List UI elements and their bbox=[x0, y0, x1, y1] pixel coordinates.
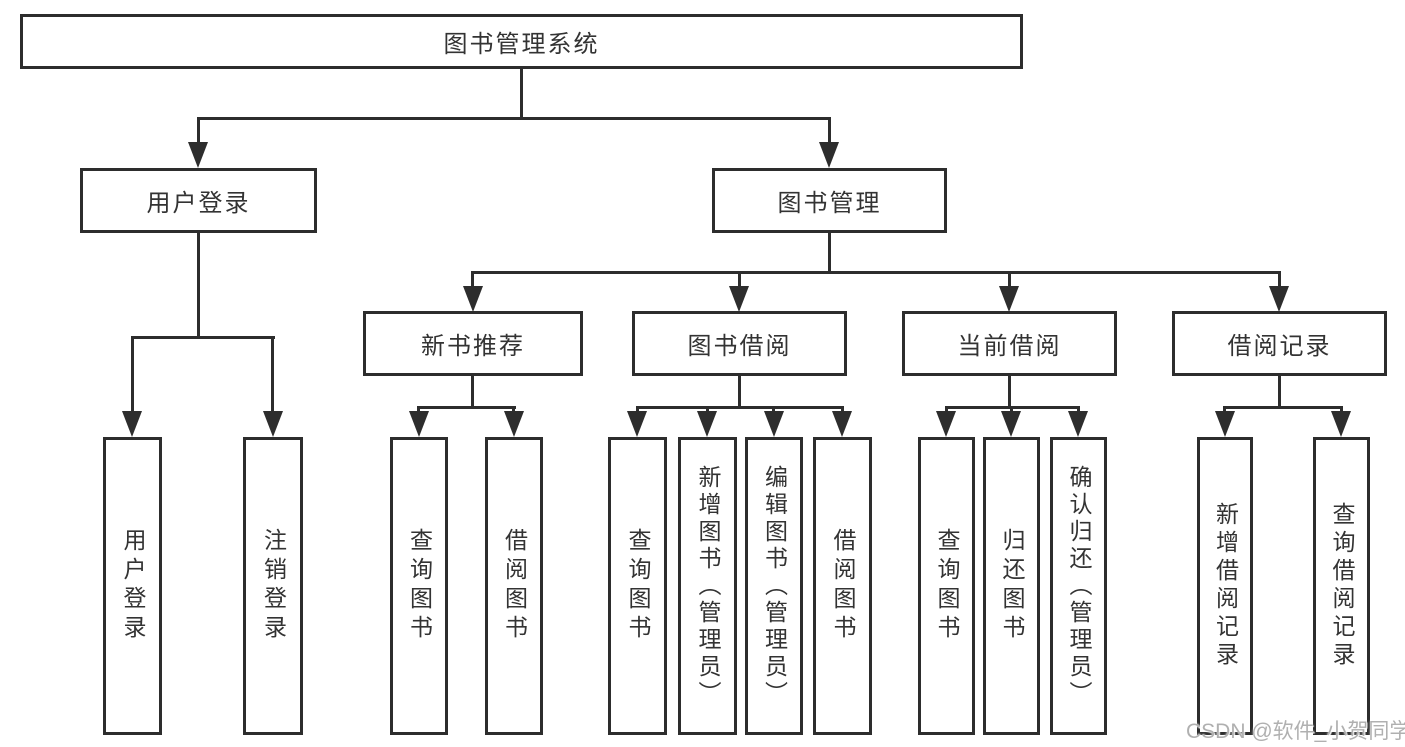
root-node-label: 图书管理系统 bbox=[443, 31, 600, 58]
connector-borrow-stub bbox=[738, 376, 741, 409]
leaf-add-borrow-record: 新增借阅记录 bbox=[1197, 437, 1253, 735]
connector-records-branch bbox=[1223, 406, 1343, 409]
arrow-down-icon bbox=[697, 411, 717, 437]
node-book-borrow-label: 图书借阅 bbox=[687, 333, 792, 360]
arrow-down-icon bbox=[188, 142, 208, 168]
arrow-down-icon bbox=[409, 411, 429, 437]
leaf-user-login: 用户登录 bbox=[103, 437, 162, 735]
connector-drop bbox=[738, 271, 741, 289]
leaf-logout-label: 注销登录 bbox=[260, 528, 287, 644]
leaf-query-books-borrow: 查询图书 bbox=[608, 437, 667, 735]
arrow-down-icon bbox=[819, 142, 839, 168]
node-borrow-records: 借阅记录 bbox=[1172, 311, 1387, 376]
leaf-add-book-admin: 新增图书（管理员） bbox=[678, 437, 737, 735]
arrow-down-icon bbox=[504, 411, 524, 437]
node-new-book-recommend-label: 新书推荐 bbox=[421, 333, 525, 360]
arrow-down-icon bbox=[1269, 286, 1289, 312]
leaf-query-books-borrow-label: 查询图书 bbox=[625, 528, 651, 644]
leaf-add-book-admin-label: 新增图书（管理员） bbox=[695, 464, 721, 708]
leaf-borrow-books-recommend-label: 借阅图书 bbox=[501, 528, 528, 644]
arrow-down-icon bbox=[463, 286, 483, 312]
connector-current-stub bbox=[1008, 376, 1011, 409]
leaf-return-book: 归还图书 bbox=[983, 437, 1040, 735]
leaf-borrow-books: 借阅图书 bbox=[813, 437, 872, 735]
connector-level2-branch bbox=[197, 117, 831, 120]
leaf-query-books-recommend-label: 查询图书 bbox=[406, 528, 433, 644]
connector-login-branch bbox=[131, 336, 275, 339]
arrow-down-icon bbox=[1001, 411, 1021, 437]
arrow-down-icon bbox=[832, 411, 852, 437]
arrow-down-icon bbox=[263, 411, 283, 437]
connector-rec-stub bbox=[471, 376, 474, 409]
connector-drop bbox=[828, 117, 831, 145]
connector-drop bbox=[271, 336, 274, 414]
leaf-query-books-current-label: 查询图书 bbox=[934, 528, 960, 644]
arrow-down-icon bbox=[764, 411, 784, 437]
leaf-borrow-books-label: 借阅图书 bbox=[830, 528, 856, 644]
arrow-down-icon bbox=[999, 286, 1019, 312]
csdn-watermark: CSDN @软件_小贺同学 bbox=[1186, 720, 1405, 743]
leaf-add-borrow-record-label: 新增借阅记录 bbox=[1212, 502, 1239, 670]
connector-drop bbox=[131, 336, 134, 414]
connector-drop bbox=[1278, 271, 1281, 289]
node-user-login-label: 用户登录 bbox=[146, 190, 251, 217]
node-user-login: 用户登录 bbox=[80, 168, 317, 233]
node-book-management-label: 图书管理 bbox=[777, 190, 882, 217]
connector-mgmt-stub bbox=[828, 233, 831, 274]
node-book-borrow: 图书借阅 bbox=[632, 311, 847, 376]
arrow-down-icon bbox=[936, 411, 956, 437]
leaf-query-books-current: 查询图书 bbox=[918, 437, 975, 735]
leaf-borrow-books-recommend: 借阅图书 bbox=[485, 437, 543, 735]
root-node-library-system: 图书管理系统 bbox=[20, 14, 1023, 69]
arrow-down-icon bbox=[1331, 411, 1351, 437]
arrow-down-icon bbox=[1068, 411, 1088, 437]
node-book-management: 图书管理 bbox=[712, 168, 947, 233]
leaf-user-login-label: 用户登录 bbox=[120, 528, 146, 644]
leaf-query-books-recommend: 查询图书 bbox=[390, 437, 448, 735]
arrow-down-icon bbox=[729, 286, 749, 312]
arrow-down-icon bbox=[122, 411, 142, 437]
node-borrow-records-label: 借阅记录 bbox=[1227, 333, 1332, 360]
node-current-borrow-label: 当前借阅 bbox=[957, 333, 1062, 360]
connector-drop bbox=[1008, 271, 1011, 289]
leaf-confirm-return-admin-label: 确认归还（管理员） bbox=[1066, 464, 1092, 708]
leaf-query-borrow-record-label: 查询借阅记录 bbox=[1329, 502, 1355, 670]
connector-root-stub bbox=[520, 69, 523, 119]
connector-rec-branch bbox=[417, 406, 516, 409]
connector-level3-branch bbox=[471, 271, 1281, 274]
connector-records-stub bbox=[1278, 376, 1281, 409]
connector-login-stub bbox=[197, 233, 200, 339]
connector-drop bbox=[197, 117, 200, 145]
leaf-edit-book-admin-label: 编辑图书（管理员） bbox=[761, 464, 788, 708]
connector-borrow-branch bbox=[636, 406, 844, 409]
leaf-return-book-label: 归还图书 bbox=[999, 528, 1025, 644]
arrow-down-icon bbox=[627, 411, 647, 437]
leaf-confirm-return-admin: 确认归还（管理员） bbox=[1050, 437, 1107, 735]
leaf-edit-book-admin: 编辑图书（管理员） bbox=[745, 437, 803, 735]
arrow-down-icon bbox=[1215, 411, 1235, 437]
leaf-query-borrow-record: 查询借阅记录 bbox=[1313, 437, 1370, 735]
connector-drop bbox=[471, 271, 474, 289]
node-current-borrow: 当前借阅 bbox=[902, 311, 1117, 376]
leaf-logout: 注销登录 bbox=[243, 437, 303, 735]
node-new-book-recommend: 新书推荐 bbox=[363, 311, 583, 376]
